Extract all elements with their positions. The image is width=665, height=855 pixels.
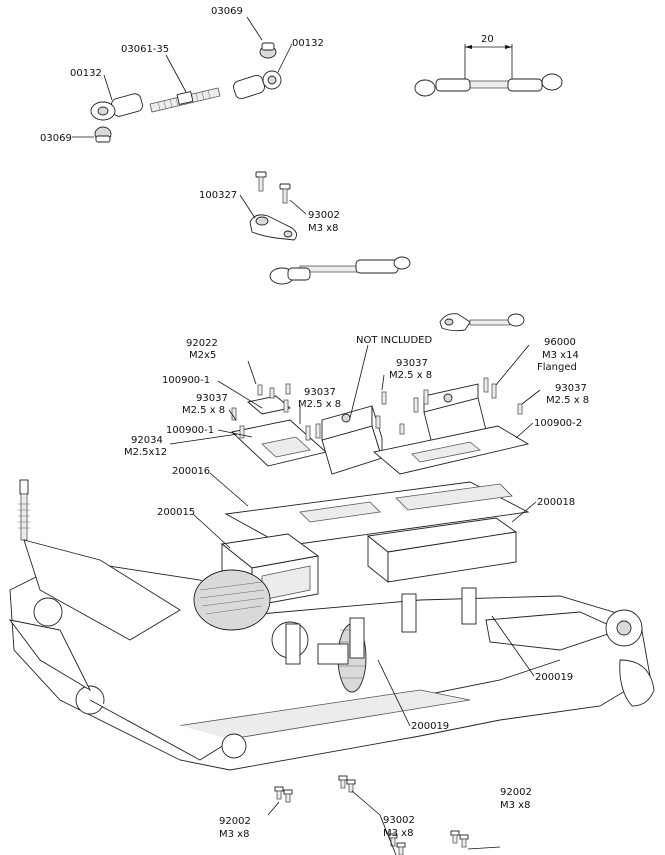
label-92002-b-line1: 92002 (500, 787, 532, 798)
label-92002-a-line1: 92002 (219, 816, 251, 827)
label-100900-1-b: 100900-1 (166, 425, 214, 436)
label-93002-a-line2: M3 x8 (308, 223, 338, 234)
label-92034-line2: M2.5x12 (124, 447, 167, 458)
label-93037-d-line2: M2.5 x 8 (182, 405, 225, 416)
label-200018: 200018 (537, 497, 575, 508)
label-03069-top: 03069 (211, 6, 243, 17)
leader-lines (72, 16, 541, 855)
label-93037-a-line1: 93037 (396, 358, 428, 369)
label-200015: 200015 (157, 507, 195, 518)
label-92002-a-line2: M3 x8 (219, 829, 249, 840)
screw-93002-right (279, 183, 291, 204)
callout-labels: 03069 00132 03061-35 00132 03069 20 1003… (40, 6, 589, 840)
label-96000-line2: M3 x14 (542, 350, 579, 361)
rear-suspension (8, 479, 247, 761)
servo-link (269, 256, 411, 285)
label-03069-left: 03069 (40, 133, 72, 144)
label-dimension-20: 20 (481, 34, 494, 45)
label-93037-b-line2: M2.5 x 8 (298, 399, 341, 410)
screws-cluster (231, 377, 523, 441)
label-93037-b-line1: 93037 (304, 387, 336, 398)
rod-end-00132-left (90, 93, 143, 121)
servo-horn-linkage-right (439, 313, 525, 332)
servo-horn-100327 (249, 171, 297, 241)
label-93037-a-line2: M2.5 x 8 (389, 370, 432, 381)
label-93002-a-line1: 93002 (308, 210, 340, 221)
threaded-rod-03061-35 (149, 87, 221, 113)
mount-plate-100900-2 (373, 425, 530, 475)
label-not-included: NOT INCLUDED (356, 335, 432, 346)
label-100900-1-a: 100900-1 (162, 375, 210, 386)
servo-not-included (321, 405, 383, 475)
label-92002-b-line2: M3 x8 (500, 800, 530, 811)
turnbuckle-exploded-group (90, 42, 282, 143)
bottom-screws (274, 775, 469, 855)
label-93037-c-line2: M2.5 x 8 (546, 395, 589, 406)
label-93037-d-line1: 93037 (196, 393, 228, 404)
label-92022-line1: 92022 (186, 338, 218, 349)
label-93002-b-line1: 93002 (383, 815, 415, 826)
label-96000-line3: Flanged (537, 362, 577, 373)
label-100900-2: 100900-2 (534, 418, 582, 429)
label-92034-line1: 92034 (131, 435, 163, 446)
label-200019-b: 200019 (411, 721, 449, 732)
label-200019-a: 200019 (535, 672, 573, 683)
label-96000-line1: 96000 (544, 337, 576, 348)
label-03061-35: 03061-35 (121, 44, 169, 55)
label-93002-b-line2: M3 x8 (383, 828, 413, 839)
assembled-turnbuckle-dimension (414, 44, 563, 97)
ball-stud-03069-left (94, 126, 112, 143)
label-100327: 100327 (199, 190, 237, 201)
rod-end-00132-top (233, 70, 282, 100)
ball-stud-03069-top (259, 42, 277, 59)
servo-mount-200019 (285, 587, 477, 665)
chassis-assembly (8, 479, 655, 771)
label-92022-line2: M2x5 (189, 350, 216, 361)
label-93037-c-line1: 93037 (555, 383, 587, 394)
label-00132-top: 00132 (292, 38, 324, 49)
front-suspension (485, 609, 655, 707)
servo-mount-plates (231, 377, 530, 475)
label-00132-left: 00132 (70, 68, 102, 79)
label-200016: 200016 (172, 466, 210, 477)
screw-93002-left (255, 171, 267, 192)
receiver-box-200018 (366, 517, 518, 583)
